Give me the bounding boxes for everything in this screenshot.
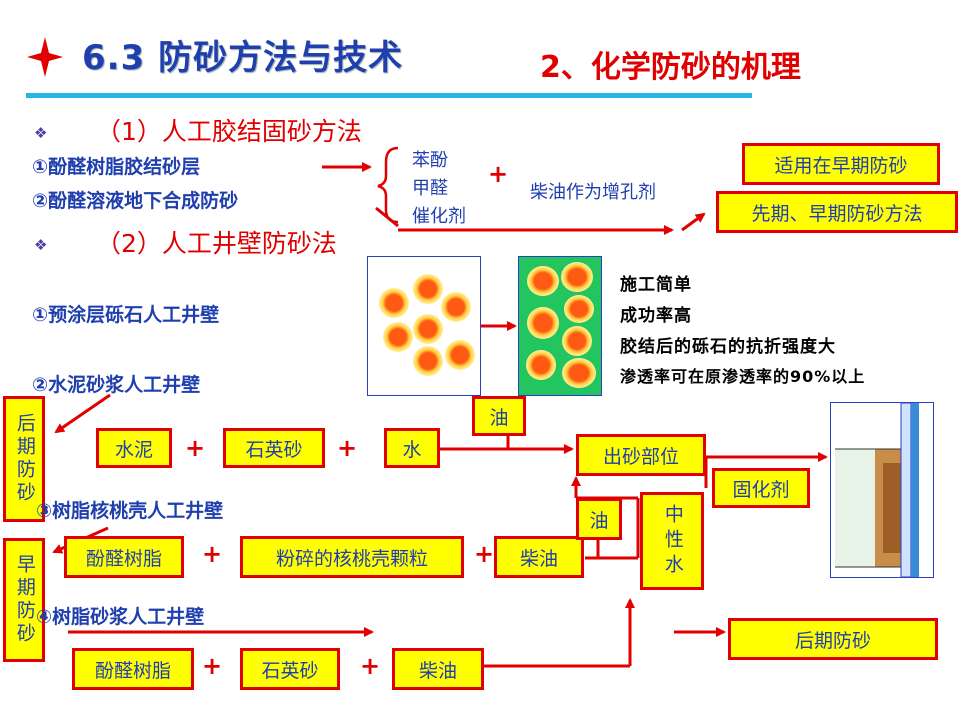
result-preliminary-method: 先期、早期防砂方法 xyxy=(716,191,958,233)
method1-item-1: ①酚醛树脂胶结砂层 xyxy=(32,156,201,178)
cement-box: 水泥 xyxy=(96,428,172,468)
oil-box: 油 xyxy=(472,396,526,436)
plus-sign: + xyxy=(337,434,358,462)
page-subtitle: 2、化学防砂的机理 xyxy=(540,50,801,85)
method1-item-2: ②酚醛溶液地下合成防砂 xyxy=(32,190,239,212)
late-sand-control-result: 后期防砂 xyxy=(728,618,938,660)
water-box: 水 xyxy=(384,428,440,468)
diamond-bullet-icon: ❖ xyxy=(34,124,48,142)
component-phenol: 苯酚 xyxy=(412,150,448,171)
plus-sign: + xyxy=(185,434,206,462)
neutral-water-box: 中性水 xyxy=(640,492,704,590)
plus-sign: + xyxy=(202,540,223,568)
method2-item-4: ④树脂砂浆人工井壁 xyxy=(36,606,205,628)
phenolic-resin-box: 酚醛树脂 xyxy=(64,536,184,578)
coated-gravel-loose-illustration xyxy=(367,256,481,396)
wellbore-illustration xyxy=(830,402,934,578)
feature-high-success: 成功率高 xyxy=(620,306,692,326)
plus-sign: + xyxy=(474,540,495,568)
quartz-sand-box-2: 石英砂 xyxy=(240,648,340,690)
feature-permeability: 渗透率可在原渗透率的90%以上 xyxy=(620,367,866,386)
walnut-shell-box: 粉碎的核桃壳颗粒 xyxy=(240,536,464,578)
additive-note: 柴油作为增孔剂 xyxy=(530,182,656,203)
method2-heading: （2）人工井壁防砂法 xyxy=(96,229,337,258)
plus-sign: + xyxy=(202,652,223,680)
curing-agent-box: 固化剂 xyxy=(712,468,810,508)
method1-heading: （1）人工胶结固砂方法 xyxy=(96,117,362,146)
brace-icon xyxy=(377,146,399,224)
phenolic-resin-box-2: 酚醛树脂 xyxy=(72,648,194,690)
section-title: 6.3 防砂方法与技术 xyxy=(82,38,404,78)
quartz-sand-box: 石英砂 xyxy=(223,428,325,468)
sand-zone-box: 出砂部位 xyxy=(576,434,706,476)
component-formaldehyde: 甲醛 xyxy=(412,178,448,199)
result-early-sand-control: 适用在早期防砂 xyxy=(742,143,940,185)
diesel-box-2: 柴油 xyxy=(392,648,484,690)
method2-item-2: ②水泥砂浆人工井壁 xyxy=(32,374,201,396)
method2-item-3: ③树脂核桃壳人工井壁 xyxy=(36,500,224,522)
feature-strength: 胶结后的砾石的抗折强度大 xyxy=(620,337,836,357)
plus-sign: + xyxy=(488,160,509,188)
early-sand-control-label: 早期防砂 xyxy=(3,538,45,662)
late-sand-control-label: 后期防砂 xyxy=(3,396,45,522)
title-divider xyxy=(26,93,752,98)
star-icon xyxy=(27,37,63,77)
method2-item-1: ①预涂层砾石人工井壁 xyxy=(32,304,220,326)
oil-box-2: 油 xyxy=(576,498,622,540)
coated-gravel-bonded-illustration xyxy=(518,256,602,396)
plus-sign: + xyxy=(360,652,381,680)
diamond-bullet-icon: ❖ xyxy=(34,236,48,254)
diesel-box: 柴油 xyxy=(494,536,584,578)
feature-simple-construction: 施工简单 xyxy=(620,275,692,295)
component-catalyst: 催化剂 xyxy=(412,206,466,227)
